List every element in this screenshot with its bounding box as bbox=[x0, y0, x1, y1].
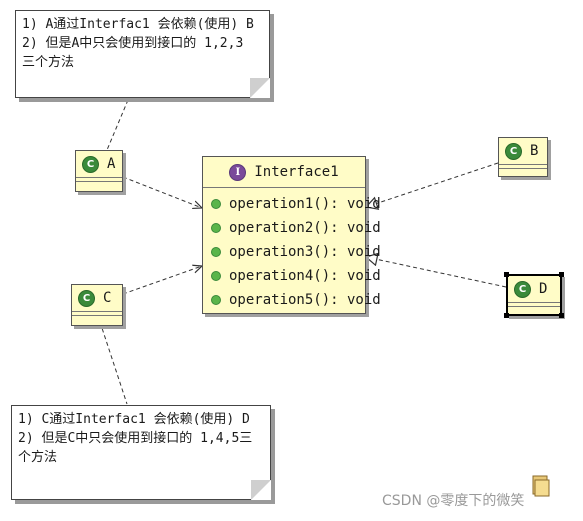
public-method-icon bbox=[211, 271, 221, 281]
selection-handle-br[interactable] bbox=[559, 313, 564, 318]
operation-label: operation5(): void bbox=[229, 292, 381, 308]
note-c-anchor bbox=[99, 321, 128, 405]
interface-operations: operation1(): void operation2(): void op… bbox=[203, 187, 381, 312]
folder-icon[interactable] bbox=[530, 474, 552, 498]
class-c[interactable]: C C bbox=[71, 284, 123, 326]
interface-name: Interface1 bbox=[254, 164, 339, 180]
class-b[interactable]: C B bbox=[498, 137, 548, 177]
note-c-line-1: 1) C通过Interfac1 会依赖(使用) D bbox=[18, 412, 250, 427]
class-a-name: A bbox=[107, 156, 116, 172]
note-c-line-3: 个方法 bbox=[18, 450, 58, 465]
public-method-icon bbox=[211, 199, 221, 209]
selection-handle-bl[interactable] bbox=[504, 313, 509, 318]
class-d-name: D bbox=[539, 281, 548, 297]
class-d[interactable]: C D bbox=[506, 274, 562, 316]
note-c[interactable]: 1) C通过Interfac1 会依赖(使用) D 2) 但是C中只会使用到接口… bbox=[11, 405, 271, 500]
note-c-fold bbox=[251, 480, 271, 500]
operation-label: operation4(): void bbox=[229, 268, 381, 284]
note-a-line-1: 1) A通过Interfac1 会依赖(使用) B bbox=[22, 17, 254, 32]
selection-handle-tr[interactable] bbox=[559, 272, 564, 277]
public-method-icon bbox=[211, 295, 221, 305]
note-a[interactable]: 1) A通过Interfac1 会依赖(使用) B 2) 但是A中只会使用到接口… bbox=[15, 10, 270, 98]
interface-icon: I bbox=[229, 163, 247, 181]
operation-label: operation3(): void bbox=[229, 244, 381, 260]
b-realizes-interface bbox=[366, 162, 499, 207]
operation-label: operation2(): void bbox=[229, 220, 381, 236]
interface1-box[interactable]: I Interface1 operation1(): void operatio… bbox=[202, 156, 381, 314]
a-depends-interface bbox=[122, 176, 202, 208]
operation-row[interactable]: operation1(): void bbox=[203, 192, 381, 216]
selection-handle-tl[interactable] bbox=[504, 272, 509, 277]
note-a-anchor bbox=[106, 99, 129, 151]
d-realizes-interface bbox=[366, 257, 507, 288]
c-depends-interface bbox=[122, 266, 202, 295]
watermark: CSDN @零度下的微笑 bbox=[382, 493, 525, 509]
operation-label: operation1(): void bbox=[229, 196, 381, 212]
class-icon: C bbox=[78, 289, 95, 307]
operation-row[interactable]: operation2(): void bbox=[203, 216, 381, 240]
class-icon: C bbox=[505, 142, 522, 160]
class-a[interactable]: C A bbox=[75, 150, 123, 192]
note-a-line-3: 三个方法 bbox=[22, 55, 75, 70]
operation-row[interactable]: operation4(): void bbox=[203, 264, 381, 288]
class-icon: C bbox=[514, 280, 531, 298]
class-b-name: B bbox=[530, 143, 539, 159]
note-a-fold bbox=[250, 78, 270, 98]
note-c-line-2: 2) 但是C中只会使用到接口的 1,4,5三 bbox=[18, 431, 253, 446]
public-method-icon bbox=[211, 223, 221, 233]
operation-row[interactable]: operation5(): void bbox=[203, 288, 381, 312]
operation-row[interactable]: operation3(): void bbox=[203, 240, 381, 264]
public-method-icon bbox=[211, 247, 221, 257]
class-icon: C bbox=[82, 155, 99, 173]
class-c-name: C bbox=[103, 290, 112, 306]
note-a-line-2: 2) 但是A中只会使用到接口的 1,2,3 bbox=[22, 36, 244, 51]
